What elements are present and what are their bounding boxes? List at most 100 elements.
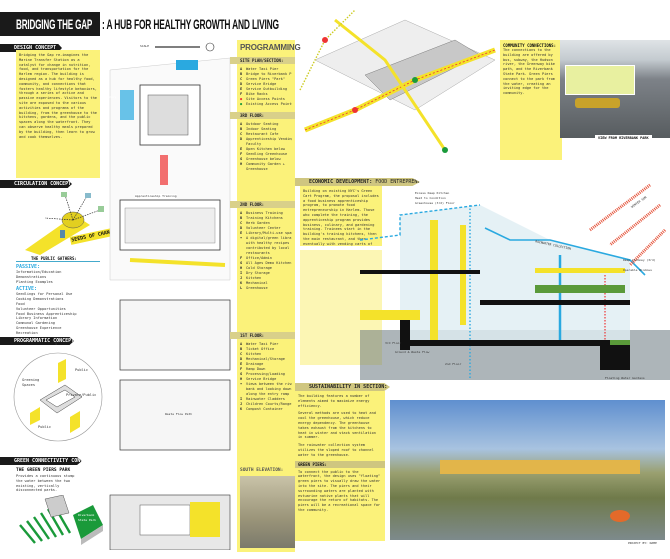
programming-item: Greenhouse [240,167,292,172]
programming-item-label: Bridge to Riverbank P. [246,72,292,76]
programming-item-key: K [240,281,243,285]
programming-item-label: Open Kitchen below [246,147,285,151]
programming-item-label: Restaurant Cafe [246,132,279,136]
programming-item-label: Processing/Loading [246,372,285,376]
green-piers-park-heading: THE GREEN PIERS PARK [16,468,71,473]
private-public-label: Private/Public [66,393,97,397]
view-caption: VIEW FROM RIVERBANK PARK [595,135,652,141]
programming-item-label: Ramp Down [246,367,266,371]
circulation-concept-heading: CIRCULATION CONCEPT [0,180,72,188]
programming-item-key: J [240,276,243,280]
community-connections-heading: COMMUNITY CONNECTIONS: [503,43,556,48]
programming-item-key: I [240,271,243,275]
programming-item-key: G [240,261,243,265]
programming-item-label: Compost Container [246,407,283,411]
programming-item-key: D [240,226,243,230]
programming-section-heading: 1ST FLOOR: [230,332,295,339]
title-subtitle: : A HUB FOR HEALTHY GROWTH AND LIVING [102,16,279,32]
programming-item-label: bank and looking down [246,387,292,391]
programming-item-label: Training Kitchens [246,216,283,220]
programming-item-key: C [240,221,243,225]
programming-item-key: F [240,152,243,156]
programming-item-key: C [240,132,243,136]
programming-section-heading: 3RD FLOOR: [230,112,295,119]
programming-item-label: Herb Garden [246,221,270,225]
programming-item-key: B [240,72,243,76]
sustainability-heading: SUSTAINABILITY IN SECTION: [295,383,390,391]
economic-subheading: FOOD ENTREPRENEURSHIP [375,179,439,185]
community-connections-box: COMMUNITY CONNECTIONS: The connections t… [500,40,562,160]
active-item: Library Information [16,316,58,321]
third-floor-label: 3rd Floor [385,341,402,345]
public-outreach-heading: THE PUBLIC GATHERS: [16,256,100,262]
programming-item-label: Dry Storage [246,271,270,275]
programming-item-label: Library/Multi-use space [246,231,292,235]
programming-item-key: • [240,236,243,240]
title-bar: BRIDGING THE GAP [0,12,100,36]
programming-item-key: C [240,352,243,356]
programming-item-key: F [240,367,243,371]
programming-item-label: All Ages Demo Kitchen [246,261,292,265]
programming-section-heading: 2ND FLOOR: [230,201,295,208]
passive-item: Planting Examples [16,279,53,284]
programming-item: with healthy recipes [240,241,292,246]
active-item: Cooking Demonstrations [16,297,64,302]
sustainability-box: The building features a number of elemen… [295,391,385,541]
programming-item-key: D [240,357,243,361]
programming-item-label: Seedling Greenhouse [246,152,288,156]
south-elevation-image [240,476,295,548]
programming-item-label: along the entry ramp [246,392,290,396]
programming-item-key: F [240,256,243,260]
programming-item-label: Bike Racks [246,92,268,96]
economic-heading: ECONOMIC DEVELOPMENT: FOOD ENTREPRENEURS… [295,178,420,186]
floating-gardens-label: Floating Water Gardens [605,376,645,380]
scale-label: SCALE [140,44,150,48]
programming-item-label: Ticket Office [246,347,275,351]
programmatic-diagram [13,352,103,442]
programming-section-heading: SITE PLAN/SECTION: [230,57,295,64]
sustainability-text: The rainwater collection system utilizes… [298,443,374,457]
site-boundary-label: Site Boundary [102,90,117,99]
programming-item-key: D [240,137,243,141]
economic-text: Building on existing NYC's Green Cart Pr… [303,189,379,246]
apprenticeship-label: Apprenticeship Training [135,194,177,199]
active-item: Seedlings for Personal Use [16,292,73,297]
programming-item-key: H [240,162,243,166]
greening-spaces-label: Greening Spaces [22,378,40,387]
programming-item-label: Green Piers "Park" [246,77,285,81]
programming-item-label: Volunteer Center [246,226,281,230]
programming-item-key: ● [240,102,243,106]
programming-item-label: Site Access Points [246,97,285,101]
passive-label: PASSIVE: [16,264,41,270]
programming-item-label: Children Courts/Range [246,402,292,406]
windows-label: Operable Windows [623,268,652,272]
programming-item-label: Existing Access Points [246,102,292,106]
programming-item: ●Site Access Points [240,97,292,102]
green-connectivity-heading: GREEN CONNECTIVITY CONCEPT [0,457,82,465]
active-item: Communal Gardening [16,321,55,326]
programming-item-key: • [240,382,243,386]
